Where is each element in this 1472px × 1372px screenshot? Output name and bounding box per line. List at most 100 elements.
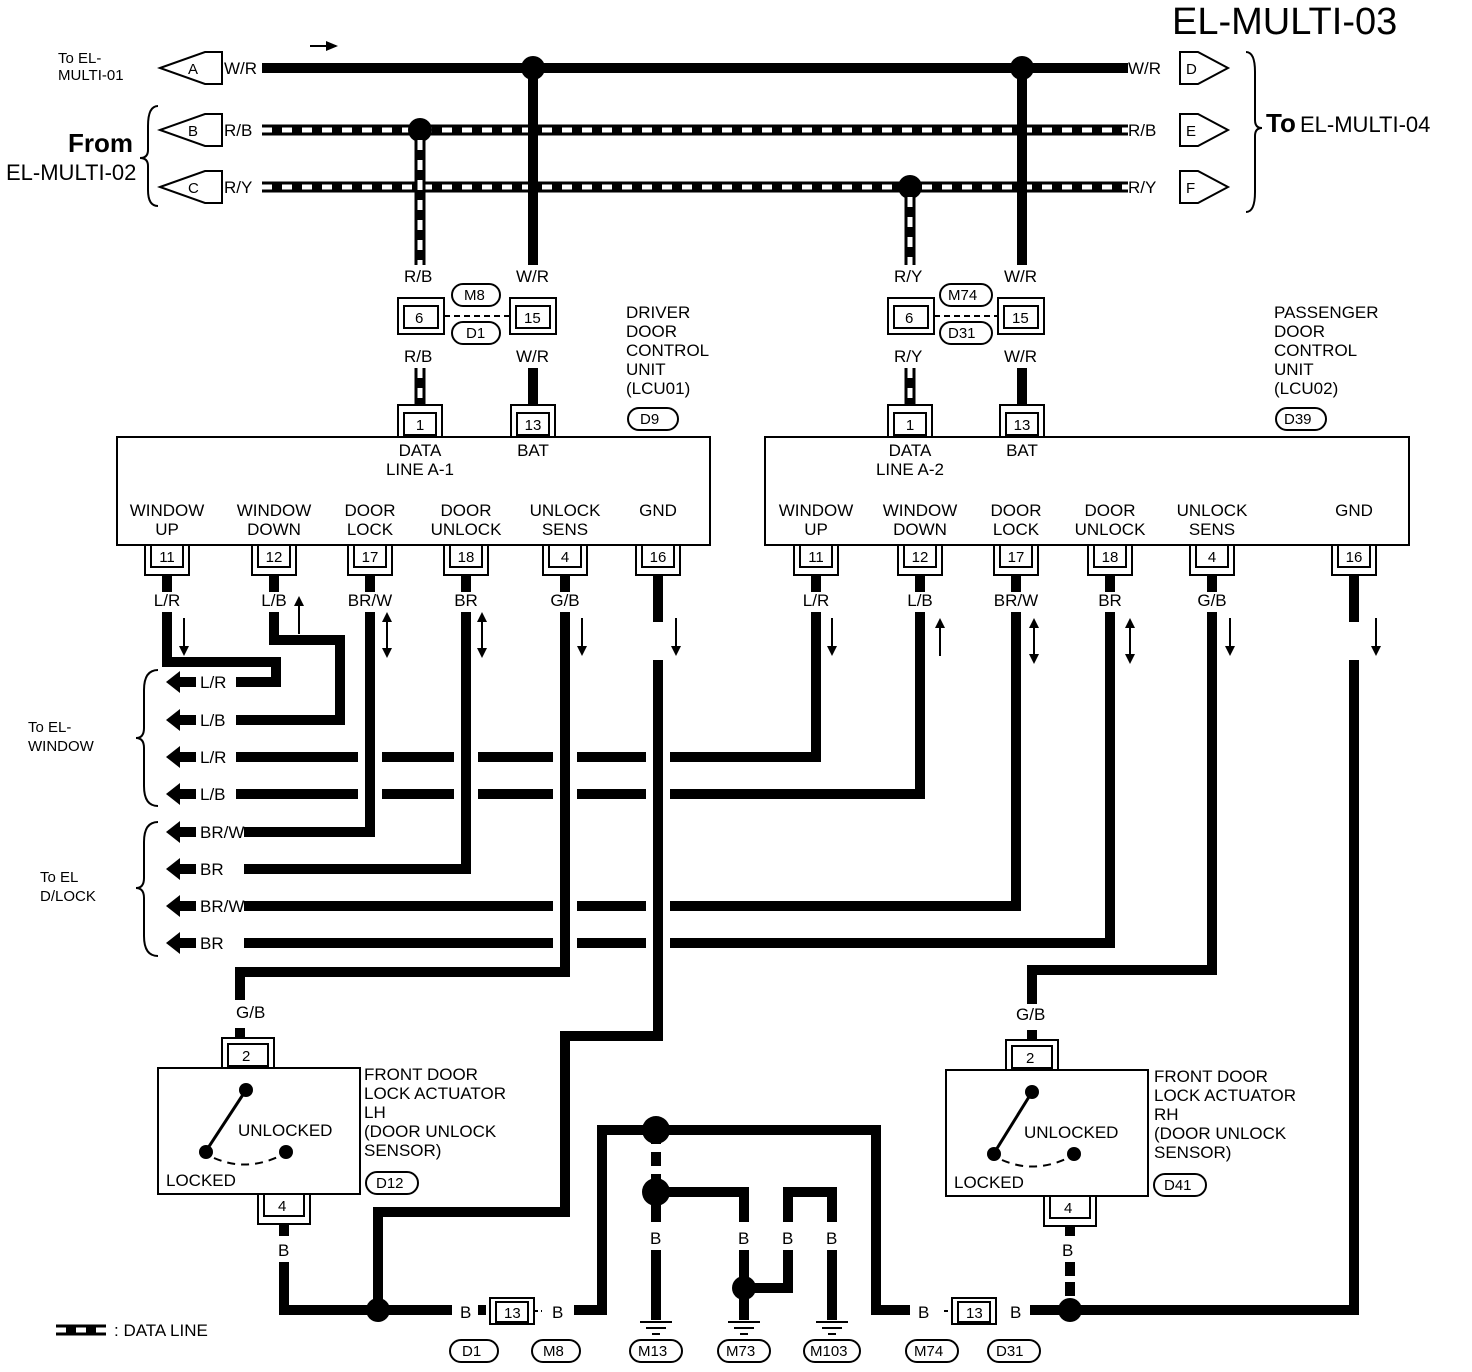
svg-text:R/Y: R/Y [224, 178, 252, 197]
offpage-connector-a[interactable]: A W/R [157, 51, 257, 85]
driver-bottom-3-pin-number: 18 [458, 549, 475, 566]
svg-text:W/R: W/R [516, 347, 549, 366]
svg-text:M74: M74 [948, 287, 977, 304]
arrow-dlock-2 [166, 895, 180, 917]
svg-text:R/Y: R/Y [1128, 178, 1156, 197]
svg-text:15: 15 [524, 310, 541, 327]
svg-text:W/R: W/R [1004, 347, 1037, 366]
svg-text:M8: M8 [464, 287, 485, 304]
svg-text:13: 13 [966, 1305, 983, 1322]
svg-text:D41: D41 [1164, 1177, 1192, 1194]
ground-connector-d1[interactable]: D1 [449, 1339, 499, 1363]
ground-connector-m73[interactable]: M73 [717, 1339, 771, 1363]
svg-text:B: B [826, 1229, 837, 1248]
passenger-bottom-3-wire: BR [1098, 591, 1122, 610]
ground-connector-m74[interactable]: M74 [905, 1339, 959, 1363]
passenger-top-1-label: BAT [1006, 441, 1038, 460]
svg-text:E: E [1186, 123, 1196, 140]
passenger-harness-joint[interactable]: R/Y W/R 6 15 M74 D31 R/Y W/R [887, 267, 1045, 366]
arrow-window-3 [166, 783, 180, 805]
passenger-bottom-4-pin-number: 4 [1208, 549, 1216, 566]
driver-bottom-5-pin-number: 16 [650, 549, 667, 566]
svg-text:B: B [738, 1229, 749, 1248]
to-el-window-label: To EL-WINDOW [28, 719, 95, 755]
arrow-window-0 [166, 671, 180, 693]
svg-text:15: 15 [1012, 310, 1029, 327]
svg-text:R/Y: R/Y [894, 267, 922, 286]
output-window-label-2: L/R [200, 748, 226, 767]
output-window-label-0: L/R [200, 673, 226, 692]
driver-bottom-1-wire: L/B [261, 591, 287, 610]
svg-text:G/B: G/B [236, 1003, 265, 1022]
svg-text:D: D [1186, 61, 1197, 78]
ground-connector-m13[interactable]: M13 [629, 1339, 683, 1363]
driver-harness-joint[interactable]: R/B W/R 6 15 M8 D1 R/B W/R [397, 267, 557, 366]
svg-text:6: 6 [415, 310, 423, 327]
svg-text:D1: D1 [466, 325, 485, 342]
svg-text:W/R: W/R [1128, 59, 1161, 78]
svg-text:4: 4 [1064, 1200, 1072, 1217]
to-label: To [1266, 108, 1296, 138]
to-page-label: EL-MULTI-04 [1300, 112, 1430, 137]
offpage-connector-f[interactable]: R/Y F [1128, 170, 1231, 204]
passenger-top-0-pin-number: 1 [906, 417, 914, 434]
from-page-label: EL-MULTI-02 [6, 160, 136, 185]
driver-top-1-label: BAT [517, 441, 549, 460]
passenger-top-1-pin-number: 13 [1014, 417, 1031, 434]
svg-text:B: B [278, 1241, 289, 1260]
svg-text:D31: D31 [948, 325, 976, 342]
svg-text:R/B: R/B [404, 267, 432, 286]
svg-text:D39: D39 [1284, 411, 1312, 428]
ground-connector-m103[interactable]: M103 [803, 1339, 861, 1363]
page-title: EL-MULTI-03 [1172, 1, 1397, 43]
svg-text:D31: D31 [996, 1343, 1024, 1360]
from-label: From [68, 128, 133, 158]
svg-text:D12: D12 [376, 1175, 404, 1192]
svg-text:4: 4 [278, 1198, 286, 1215]
svg-text:: DATA LINE: : DATA LINE [114, 1321, 208, 1340]
driver-top-1-pin-number: 13 [525, 417, 542, 434]
passenger-bottom-2-wire: BR/W [994, 591, 1038, 610]
arrow-window-2 [166, 746, 180, 768]
driver-bottom-2-wire: BR/W [348, 591, 392, 610]
passenger-bottom-1-wire: L/B [907, 591, 933, 610]
svg-text:B: B [782, 1229, 793, 1248]
output-dlock-label-1: BR [200, 860, 224, 879]
svg-text:R/Y: R/Y [894, 347, 922, 366]
svg-text:B: B [1010, 1303, 1021, 1322]
svg-text:C: C [188, 180, 199, 197]
arrow-dlock-3 [166, 932, 180, 954]
svg-text:B: B [552, 1303, 563, 1322]
offpage-connector-d[interactable]: W/R D [1128, 51, 1231, 85]
offpage-connector-c[interactable]: C R/Y [157, 170, 252, 204]
passenger-bottom-1-pin-number: 12 [912, 549, 929, 566]
output-dlock-label-3: BR [200, 934, 224, 953]
svg-text:D1: D1 [462, 1343, 481, 1360]
ground-connector-m8[interactable]: M8 [531, 1339, 581, 1363]
output-window-label-3: L/B [200, 785, 226, 804]
passenger-bottom-5-label: GND [1335, 501, 1373, 520]
ground-network: 13 13 [279, 580, 1359, 1335]
ground-connector-d31[interactable]: D31 [987, 1339, 1041, 1363]
svg-text:W/R: W/R [516, 267, 549, 286]
svg-text:2: 2 [1026, 1050, 1034, 1067]
offpage-connector-e[interactable]: R/B E [1128, 113, 1231, 147]
svg-text:2: 2 [242, 1048, 250, 1065]
offpage-connector-b[interactable]: B R/B [157, 113, 252, 147]
